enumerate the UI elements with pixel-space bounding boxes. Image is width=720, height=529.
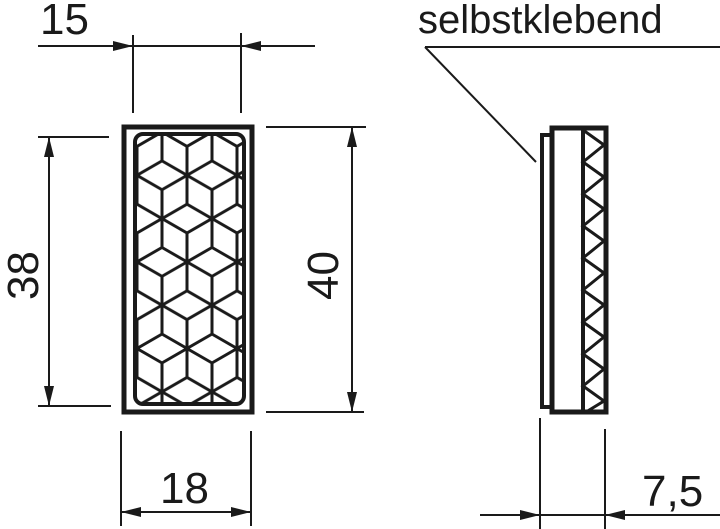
- adhesive-leader: [424, 46, 720, 163]
- dimension-thickness: [480, 418, 720, 529]
- reflector-cube-pattern: [135, 134, 244, 404]
- dimension-label-thickness: 7,5: [642, 467, 703, 516]
- front-view: [121, 124, 255, 415]
- dimension-top-width: [38, 33, 315, 113]
- reflector-outer-frame: [121, 124, 255, 415]
- dimension-label-right-height: 40: [299, 251, 348, 300]
- adhesive-layer: [540, 133, 552, 409]
- prism-zigzag: [580, 128, 607, 414]
- dimension-label-top-width: 15: [40, 0, 89, 44]
- reflector-body-side: [549, 125, 609, 415]
- dimension-label-bottom-width: 18: [160, 464, 209, 513]
- dimension-bottom-width: [120, 431, 252, 526]
- side-view: [540, 125, 609, 415]
- dimension-label-left-height: 38: [0, 251, 48, 300]
- reflector-inner-border: [133, 132, 246, 406]
- dimension-left-height: [38, 136, 111, 407]
- adhesive-label: selbstklebend: [418, 0, 663, 42]
- dimension-right-height: [266, 126, 366, 413]
